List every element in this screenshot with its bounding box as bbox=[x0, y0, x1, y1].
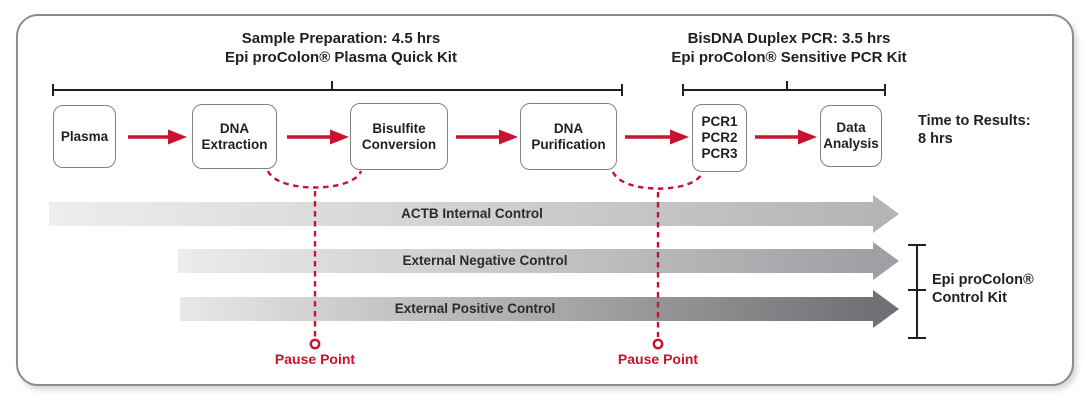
control-kit-label: Epi proColon® Control Kit bbox=[932, 272, 1034, 306]
step-box-dna-purification: DNA Purification bbox=[520, 103, 617, 170]
pause-point-label-1: Pause Point bbox=[274, 351, 356, 367]
actb-internal-control-band bbox=[49, 202, 873, 226]
time-to-results-note: Time to Results: 8 hrs bbox=[918, 113, 1031, 147]
step-box-bisulfite-conversion: Bisulfite Conversion bbox=[350, 103, 448, 170]
external-positive-control-label: External Positive Control bbox=[394, 301, 556, 316]
pcr-heading-line1: BisDNA Duplex PCR: 3.5 hrs bbox=[687, 30, 891, 47]
sample-prep-heading-line2: Epi proColon® Plasma Quick Kit bbox=[225, 49, 457, 66]
pcr-heading-line2: Epi proColon® Sensitive PCR Kit bbox=[671, 49, 907, 66]
step-box-plasma: Plasma bbox=[53, 105, 116, 168]
pause-point-label-2: Pause Point bbox=[617, 351, 699, 367]
step-box-pcr-replicates: PCR1 PCR2 PCR3 bbox=[692, 104, 747, 172]
pcr-heading: BisDNA Duplex PCR: 3.5 hrs Epi proColon®… bbox=[671, 29, 906, 67]
external-positive-control-band bbox=[180, 297, 873, 321]
step-box-data-analysis: Data Analysis bbox=[820, 105, 882, 167]
diagram-frame bbox=[16, 14, 1074, 386]
sample-prep-heading: Sample Preparation: 4.5 hrs Epi proColon… bbox=[225, 29, 457, 67]
external-negative-control-label: External Negative Control bbox=[402, 253, 568, 268]
actb-internal-control-label: ACTB Internal Control bbox=[401, 206, 543, 221]
external-negative-control-band bbox=[178, 249, 873, 273]
step-box-dna-extraction: DNA Extraction bbox=[192, 104, 277, 169]
sample-prep-heading-line1: Sample Preparation: 4.5 hrs bbox=[241, 30, 441, 47]
